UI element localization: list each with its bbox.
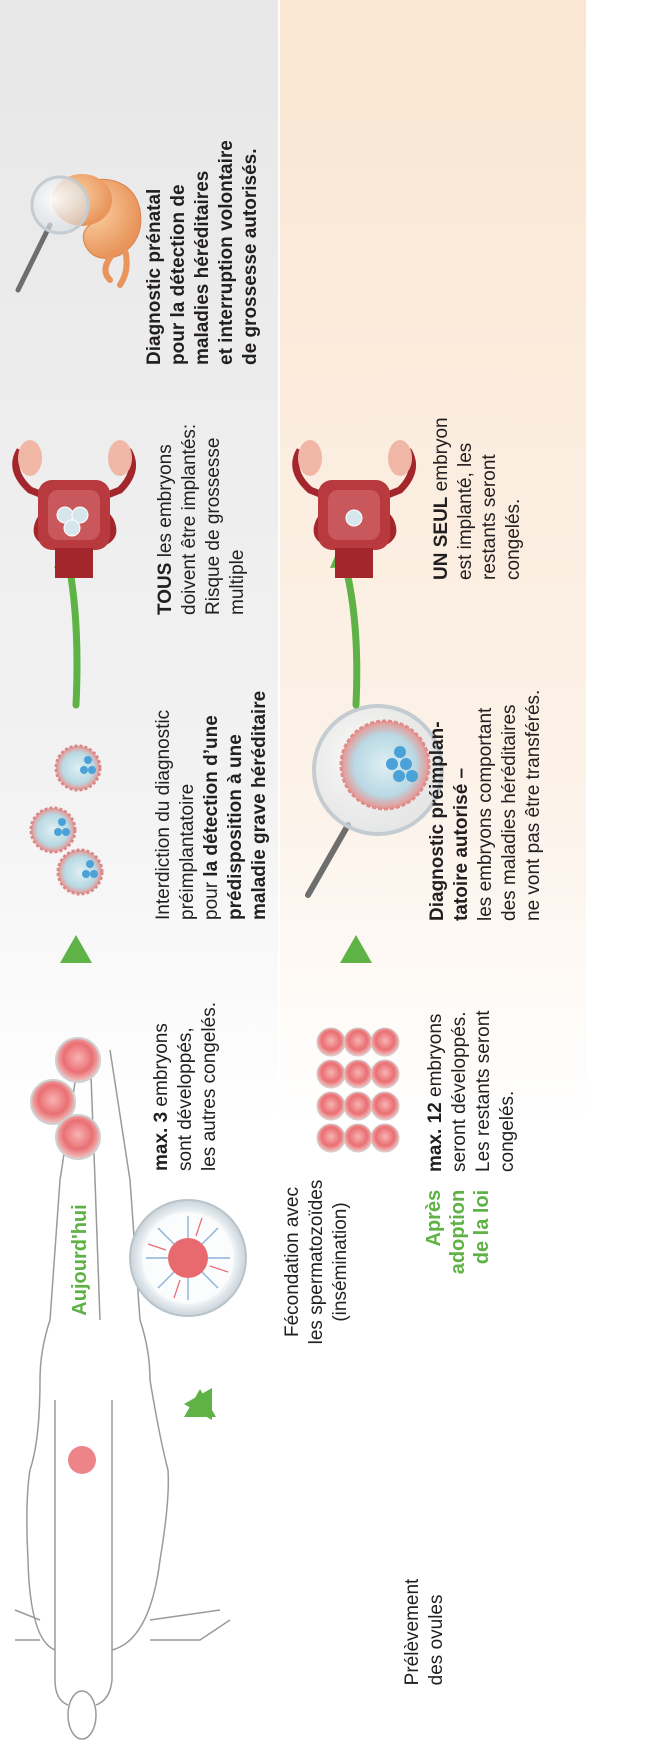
today-implant-text: TOUS les embryons doivent être implantés…	[154, 385, 250, 615]
uterus-icon	[296, 440, 413, 578]
collection-label: Prélèvement des ovules	[401, 1579, 449, 1686]
today-embryos-bold: max. 3	[151, 1112, 172, 1171]
row-label-after: Après adoption de la loi	[422, 1190, 494, 1274]
ovary-highlight	[68, 1446, 96, 1474]
row-label-today: Aujourd'hui	[68, 1204, 92, 1315]
green-triangle-icon	[60, 935, 92, 963]
today-implant-bold: TOUS	[155, 563, 176, 615]
after-diagnostic-rest: les embryons comportant des maladies hér…	[475, 690, 544, 921]
magnifier-icon	[18, 177, 88, 290]
uterus-icon	[16, 440, 133, 578]
after-diagnostic-bold: Diagnostic préimplan- tatoire autorisé –	[427, 721, 472, 921]
today-prenatal-text: Diagnostic prénatal pour la détection de…	[143, 35, 263, 365]
blastocyst-cluster-icon	[31, 746, 102, 894]
after-implant-text: UN SEUL embryon est implanté, les restan…	[430, 380, 526, 580]
after-embryos-text: max. 12 embryons seront développés. Les …	[424, 948, 520, 1172]
embryo-cluster-icon	[31, 1038, 100, 1159]
today-embryos-text: max. 3 embryons sont développés, les aut…	[150, 945, 222, 1171]
after-embryos-bold: max. 12	[425, 1102, 446, 1172]
after-diagnostic-text: Diagnostic préimplan- tatoire autorisé –…	[426, 631, 546, 921]
after-implant-bold: UN SEUL	[431, 497, 452, 580]
magnifier-icon	[308, 706, 442, 895]
fertilized-egg-icon	[130, 1200, 246, 1316]
today-diagnostic-text: Interdiction du diagnostic préimplantato…	[152, 630, 272, 920]
green-triangle-icon	[340, 935, 372, 963]
fertilization-label: Fécondation avec les spermatozoïdes (ins…	[281, 1180, 353, 1345]
embryo-cluster-icon	[317, 1028, 399, 1152]
